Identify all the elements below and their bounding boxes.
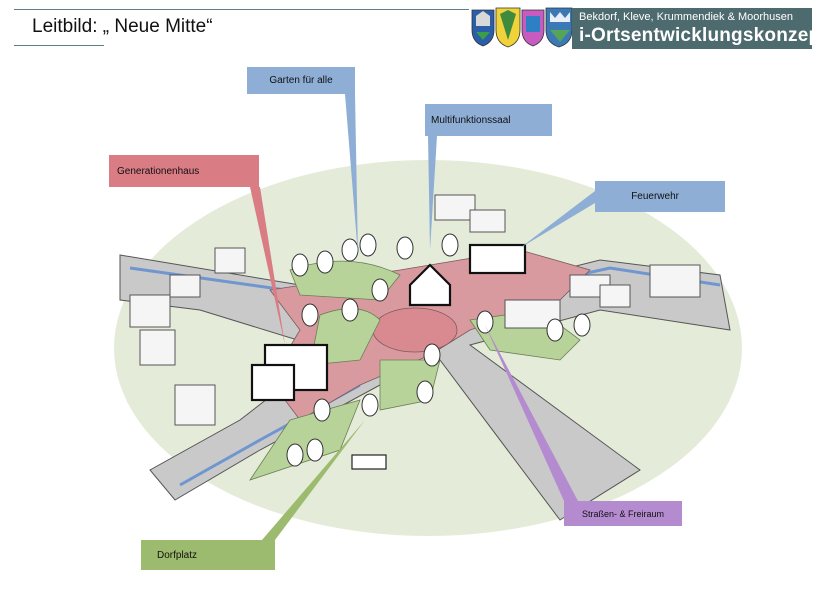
trees xyxy=(286,233,591,467)
logo-municipalities: Bekdorf, Kleve, Krummendiek & Moorhusen xyxy=(579,11,793,23)
highlighted-buildings xyxy=(250,243,527,402)
page-title: Leitbild: „ Neue Mitte“ xyxy=(32,16,213,37)
roundabout xyxy=(372,307,458,353)
municipal-crests-icon xyxy=(471,7,573,48)
logo-banner: Bekdorf, Kleve, Krummendiek & Moorhusen … xyxy=(572,8,827,49)
callout-multifunktionssaal: Multifunktionssaal xyxy=(425,104,552,136)
callout-generationenhaus: Generationenhaus xyxy=(109,155,259,187)
callout-strassen-freiraum: Straßen- & Freiraum xyxy=(564,501,682,526)
callout-garten-fuer-alle: Garten für alle xyxy=(247,67,355,94)
project-logo: Bekdorf, Kleve, Krummendiek & Moorhusen … xyxy=(470,6,827,49)
title-underline xyxy=(14,45,104,46)
callout-pointers xyxy=(250,94,595,540)
header-top-line xyxy=(14,9,469,10)
background-buildings xyxy=(129,194,701,426)
callout-dorfplatz: Dorfplatz xyxy=(141,540,275,570)
bus-icon xyxy=(351,454,387,470)
logo-concept-name: i-Ortsentwicklungskonzept xyxy=(579,25,827,46)
callout-feuerwehr: Feuerwehr xyxy=(595,181,725,212)
